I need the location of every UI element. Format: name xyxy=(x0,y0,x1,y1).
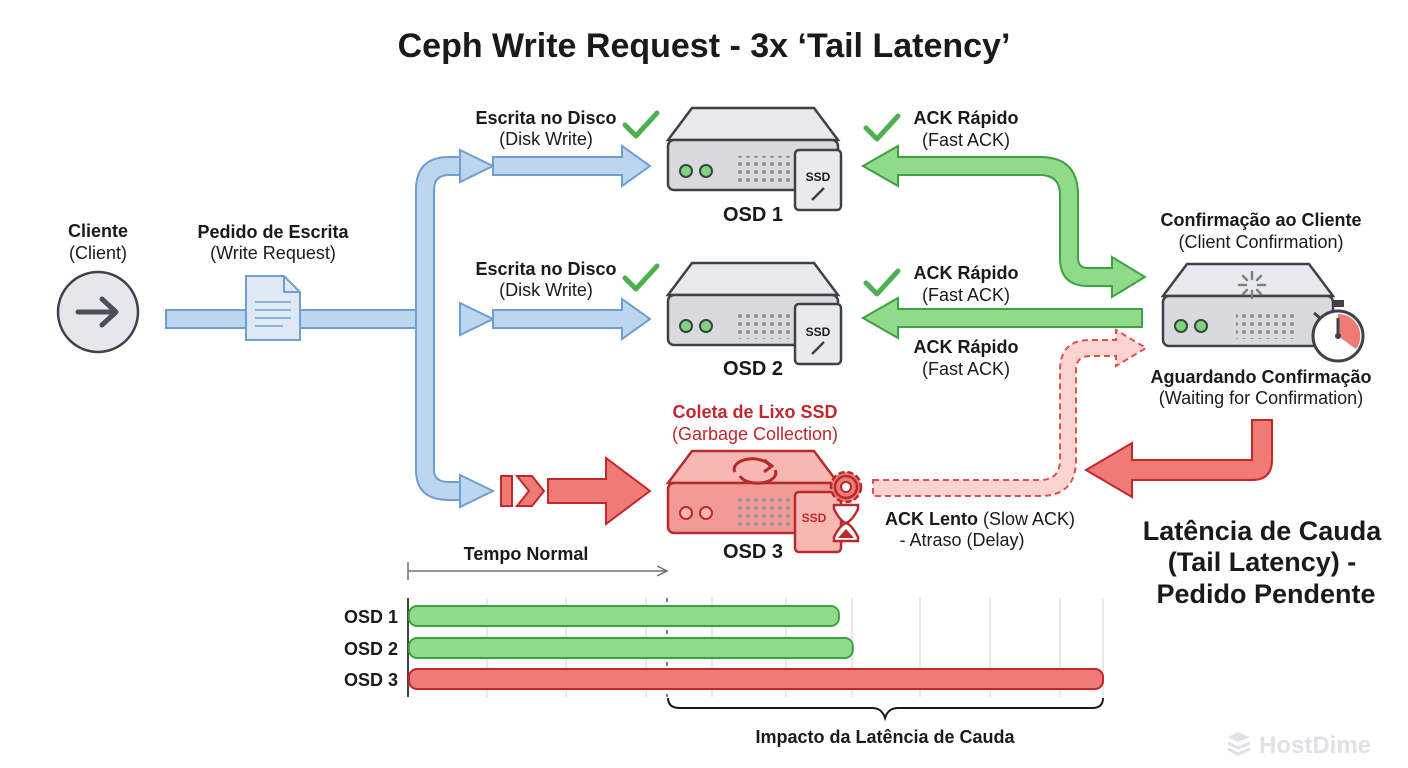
check-icon xyxy=(622,263,660,292)
slow-ack-label: ACK Lento (Slow ACK) xyxy=(885,509,1075,529)
pending-arrow xyxy=(1084,419,1273,499)
watermark-text: HostDime xyxy=(1259,732,1371,759)
gc-sublabel: (Garbage Collection) xyxy=(672,424,838,444)
impact-label: Impacto da Latência de Cauda xyxy=(755,727,1015,747)
stopwatch-icon xyxy=(1311,300,1365,363)
gear-icon xyxy=(829,470,863,504)
client-sublabel: (Client) xyxy=(69,243,127,263)
fast-ack-arrows xyxy=(860,144,1147,340)
client-label: Cliente xyxy=(68,221,128,241)
impact-brace xyxy=(667,697,1104,722)
check-icon xyxy=(863,268,901,297)
slow-ack-arrow xyxy=(872,328,1148,497)
tail-latency-line1: Latência de Cauda xyxy=(1143,516,1383,546)
osd3-ssd-text: SSD xyxy=(802,511,827,525)
check-icon xyxy=(622,110,660,139)
latency-timeline: Tempo Normal OSD 1 OSD 2 OSD 3 Impacto da … xyxy=(344,544,1104,747)
write-request-sublabel: (Write Request) xyxy=(210,243,336,263)
normal-time-label: Tempo Normal xyxy=(464,544,589,564)
write-path-arrows xyxy=(165,144,652,509)
confirm-server xyxy=(1160,262,1365,363)
ack1-label: ACK Rápido xyxy=(914,108,1019,128)
ack2-sublabel: (Fast ACK) xyxy=(922,285,1010,305)
loading-spinner-icon xyxy=(1237,270,1267,300)
disk-write-1-sublabel: (Disk Write) xyxy=(499,129,593,149)
arrow-right-icon xyxy=(75,296,119,328)
write-request-label: Pedido de Escrita xyxy=(197,222,349,242)
disk-write-2-sublabel: (Disk Write) xyxy=(499,280,593,300)
gc-label: Coleta de Lixo SSD xyxy=(672,402,837,422)
hostdime-logo: HostDime xyxy=(1227,732,1371,759)
check-icon xyxy=(863,113,901,142)
osd2-ssd-text: SSD xyxy=(806,325,831,339)
timeline-label-osd3: OSD 3 xyxy=(344,670,398,690)
refresh-icon xyxy=(732,457,778,485)
slow-write-arrows xyxy=(500,456,652,526)
ack2-label: ACK Rápido xyxy=(914,263,1019,283)
confirm-label: Confirmação ao Cliente xyxy=(1160,210,1361,230)
ack1-sublabel: (Fast ACK) xyxy=(922,130,1010,150)
disk-write-1-label: Escrita no Disco xyxy=(475,108,616,128)
osd1-ssd-text: SSD xyxy=(806,170,831,184)
ssd-icon xyxy=(793,148,843,212)
waiting-label: Aguardando Confirmação xyxy=(1150,367,1371,387)
slow-ack-delay: - Atraso (Delay) xyxy=(899,530,1024,550)
waiting-sublabel: (Waiting for Confirmation) xyxy=(1159,388,1363,408)
osd2-label: OSD 2 xyxy=(723,358,783,380)
timeline-bar-osd1 xyxy=(408,605,840,627)
confirm-sublabel: (Client Confirmation) xyxy=(1178,232,1343,252)
page-title: Ceph Write Request - 3x ‘Tail Latency’ xyxy=(398,27,1011,65)
disk-write-2-label: Escrita no Disco xyxy=(475,259,616,279)
osd2-server: SSD xyxy=(665,261,843,366)
normal-time-bracket xyxy=(407,562,669,580)
timeline-label-osd1: OSD 1 xyxy=(344,607,398,627)
tail-latency-line2: (Tail Latency) - xyxy=(1168,547,1357,577)
osd3-server: SSD xyxy=(665,449,863,554)
osd1-server: SSD xyxy=(665,106,843,212)
osd1-label: OSD 1 xyxy=(723,204,783,226)
timeline-bar-osd3 xyxy=(408,668,1104,690)
ssd-icon xyxy=(793,302,843,366)
document-icon xyxy=(245,275,301,341)
tail-latency-line3: Pedido Pendente xyxy=(1156,579,1375,609)
timeline-label-osd2: OSD 2 xyxy=(344,639,398,659)
timeline-bar-osd2 xyxy=(408,637,854,659)
osd3-label: OSD 3 xyxy=(723,541,783,563)
hourglass-icon xyxy=(832,503,860,543)
ack3-label: ACK Rápido xyxy=(914,337,1019,357)
ack3-sublabel: (Fast ACK) xyxy=(922,359,1010,379)
client-node xyxy=(56,270,140,354)
ssd-icon xyxy=(793,490,843,554)
